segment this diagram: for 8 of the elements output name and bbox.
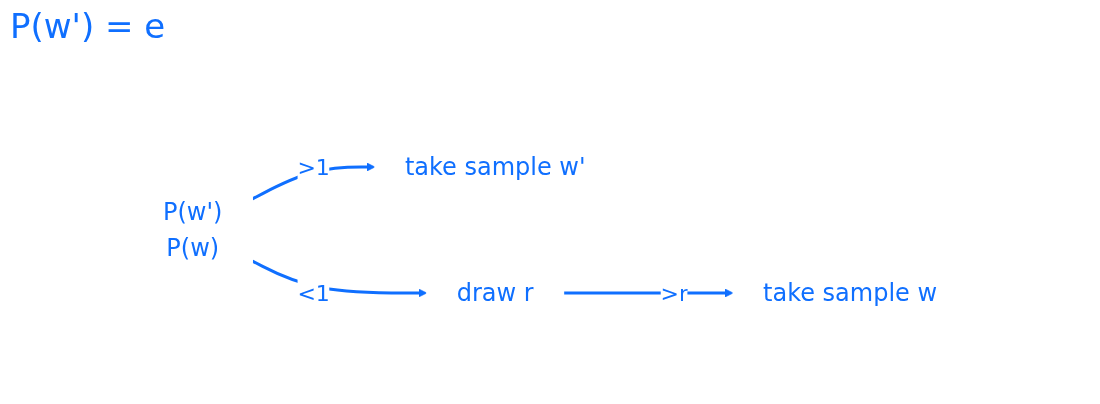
- node-text: take sample w': [404, 153, 586, 181]
- node-text: P(w') P(w): [162, 198, 223, 262]
- edge-label: <1: [297, 280, 330, 306]
- edge-label: >1: [297, 154, 330, 180]
- node-text: draw r: [456, 279, 534, 307]
- formula-text: P(w') = e: [10, 6, 166, 46]
- node-text: take sample w: [762, 279, 938, 307]
- edge-label: >r: [660, 280, 688, 306]
